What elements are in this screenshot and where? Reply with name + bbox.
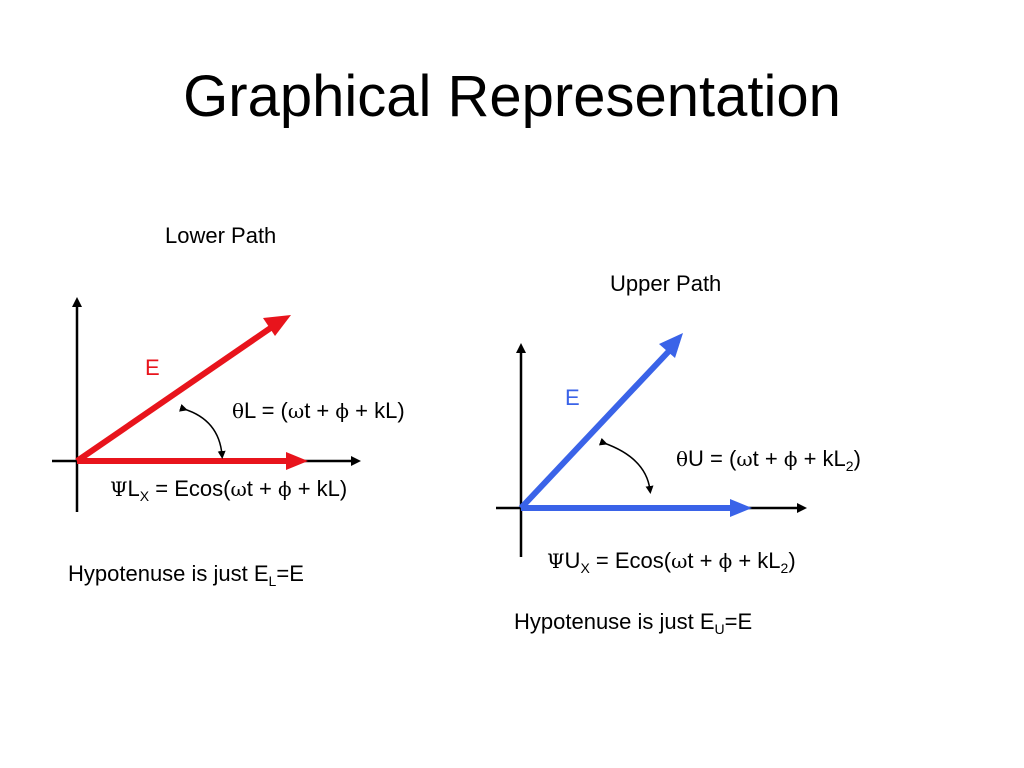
phi-symbol: ϕ	[783, 447, 798, 471]
lower-hypotenuse-note: Hypotenuse is just EL=E	[68, 561, 304, 589]
upper-x-arrowhead	[730, 499, 752, 517]
lower-path-heading: Lower Path	[165, 223, 277, 248]
upper-e-label: E	[565, 385, 580, 410]
lower-angle-arc	[178, 403, 226, 459]
lower-e-vector	[75, 324, 274, 464]
omega-symbol: ω	[671, 549, 688, 573]
upper-path-heading: Upper Path	[610, 271, 722, 296]
theta-symbol: θ	[676, 447, 689, 471]
psi-symbol: Ψ	[547, 549, 565, 573]
lower-e-label: E	[145, 355, 160, 380]
omega-symbol: ω	[230, 477, 247, 501]
lower-e-arrowhead	[263, 315, 291, 336]
upper-vectors	[518, 333, 752, 517]
upper-theta-equation: θU = (ωt + ϕ + kL2)	[676, 446, 861, 474]
theta-symbol: θ	[232, 399, 245, 423]
lower-theta-equation: θL = (ωt + ϕ + kL)	[232, 398, 405, 423]
omega-symbol: ω	[287, 399, 305, 423]
upper-hypotenuse-note: Hypotenuse is just EU=E	[514, 609, 753, 637]
lower-psi-equation: ΨLX = Ecos(ωt + ϕ + kL)	[110, 476, 348, 504]
phi-symbol: ϕ	[277, 477, 292, 501]
lower-vectors	[75, 315, 308, 470]
phi-symbol: ϕ	[335, 399, 350, 423]
upper-e-vector	[518, 347, 673, 511]
upper-e-arrowhead	[659, 333, 683, 358]
slide-title: Graphical Representation	[183, 64, 841, 129]
phi-symbol: ϕ	[718, 549, 733, 573]
upper-psi-equation: ΨUX = Ecos(ωt + ϕ + kL2)	[547, 548, 796, 576]
lower-x-arrowhead	[286, 452, 308, 470]
omega-symbol: ω	[736, 447, 753, 471]
upper-angle-arc	[598, 437, 654, 494]
psi-symbol: Ψ	[110, 477, 128, 501]
